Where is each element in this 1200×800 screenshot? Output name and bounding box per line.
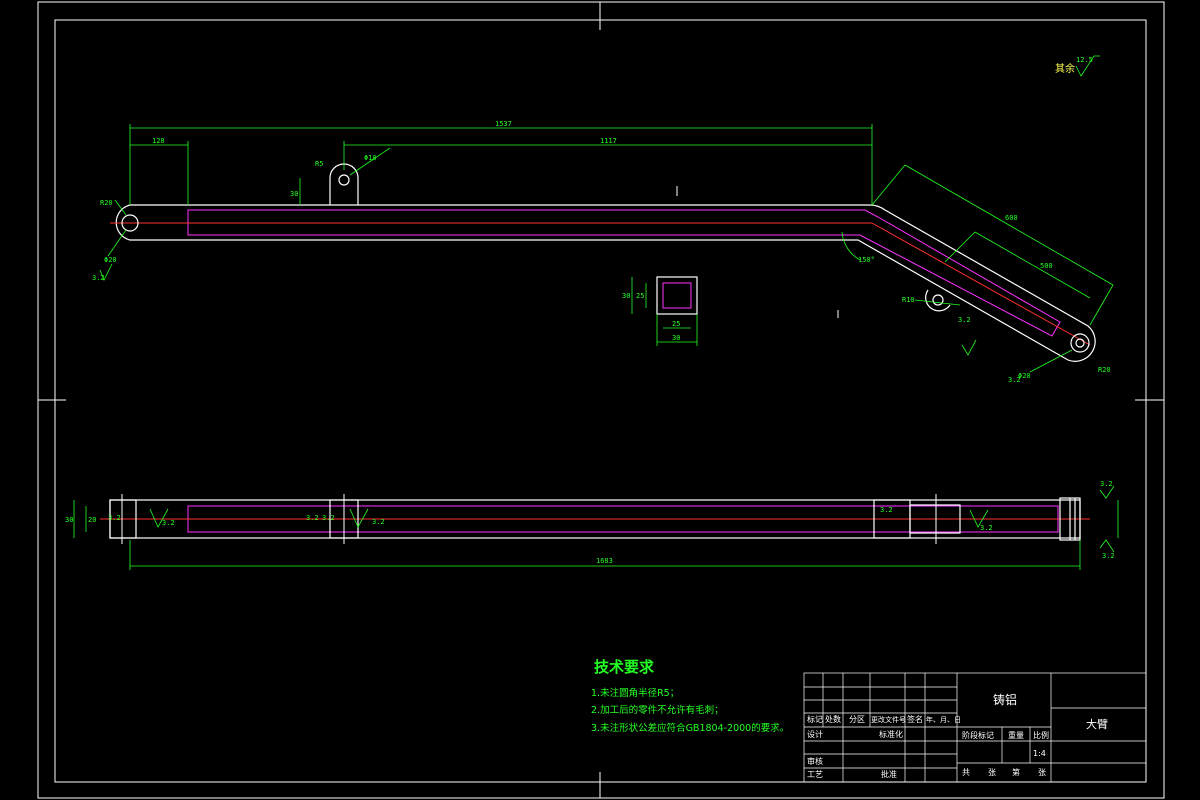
roughness-right-end: 3.2 — [1008, 376, 1021, 384]
tb-scale: 1:4 — [1033, 749, 1046, 758]
dim-right-radius: R20 — [1098, 366, 1111, 374]
roughness-bottom-9: 3.2 — [1102, 552, 1115, 560]
tech-req-title: 技术要求 — [594, 658, 655, 676]
technical-requirements: 技术要求 1.未注圆角半径R5； 2.加工后的零件不允许有毛刺； 3.未注形状公… — [591, 658, 789, 734]
tb-standardize: 标准化 — [879, 729, 903, 739]
dim-right-ear-radius: R10 — [902, 296, 915, 304]
tb-sheet-no: 第 — [1012, 767, 1020, 777]
bottom-dim-slot: 20 — [88, 516, 96, 524]
tb-label-zone: 分区 — [849, 715, 865, 724]
tb-label-sign: 签名 — [907, 714, 923, 724]
section-dim-width: 30 — [672, 334, 680, 342]
roughness-bottom-6: 3.2 — [880, 506, 893, 514]
tb-review: 审核 — [807, 756, 823, 766]
tb-material: 铸铝 — [993, 692, 1017, 707]
dim-ear-height: 30 — [290, 190, 298, 198]
dim-angle: 150° — [858, 256, 875, 264]
dim-overall-top: 1537 — [495, 120, 512, 128]
tb-ratio: 比例 — [1033, 730, 1049, 740]
tech-req-item-3: 3.未注形状公差应符合GB1804-2000的要求。 — [591, 722, 789, 734]
dim-middle-top: 1117 — [600, 137, 617, 145]
bottom-view: 3.2 3.2 3.2 3.2 3.2 3.2 3.2 3.2 3.2 30 2… — [65, 480, 1119, 570]
roughness-note-value: 12.5 — [1076, 56, 1093, 64]
roughness-bottom-2: 3.2 — [162, 519, 175, 527]
tb-stage-mark: 阶段标记 — [962, 730, 994, 740]
tb-process: 工艺 — [807, 770, 823, 779]
section-dim-inner-h: 25 — [636, 292, 644, 300]
roughness-bottom-4: 3.2 — [322, 514, 335, 522]
dim-left-top: 128 — [152, 137, 165, 145]
section-dim-height: 30 — [622, 292, 630, 300]
dim-right-hole: Φ20 — [1018, 372, 1031, 380]
title-block: 标记 处数 分区 更改文件号 签名 年、月、日 设计 标准化 审核 工艺 批准 … — [803, 672, 1147, 783]
dim-left-hole: Φ20 — [104, 256, 117, 264]
tb-sheet-unit-1: 张 — [988, 768, 996, 777]
roughness-bottom-8: 3.2 — [1100, 480, 1113, 488]
tb-part-name: 大臂 — [1086, 717, 1108, 731]
bottom-dim-overall: 1683 — [596, 557, 613, 565]
tb-design: 设计 — [807, 729, 823, 739]
tech-req-item-1: 1.未注圆角半径R5； — [591, 687, 679, 699]
tb-approve: 批准 — [881, 769, 897, 779]
top-view: 1537 128 1117 30 R5 Φ10 R20 Φ20 3.2 150°… — [92, 120, 1114, 384]
roughness-bottom-5: 3.2 — [372, 518, 385, 526]
dim-right-short: 500 — [1040, 262, 1053, 270]
tb-sheet-total: 共 — [962, 768, 970, 777]
roughness-note-label: 其余 — [1055, 62, 1075, 75]
roughness-bottom-1: 3.2 — [108, 514, 121, 522]
tb-label-date: 年、月、日 — [926, 715, 961, 724]
dim-right-long: 600 — [1005, 214, 1018, 222]
roughness-bottom-7: 3.2 — [980, 524, 993, 532]
drawing-frame — [37, 1, 1165, 799]
roughness-right-ear: 3.2 — [958, 316, 971, 324]
section-view: 30 25 25 30 — [622, 276, 698, 346]
tech-req-item-2: 2.加工后的零件不允许有毛刺； — [591, 704, 724, 716]
tb-label-mark: 标记 — [807, 714, 823, 724]
dim-ear-hole: Φ10 — [364, 154, 377, 162]
tb-label-count: 处数 — [825, 714, 841, 724]
surface-roughness-note: 其余 12.5 — [1055, 55, 1100, 77]
dim-ear-radius: R5 — [315, 160, 323, 168]
roughness-bottom-3: 3.2 — [306, 514, 319, 522]
roughness-left: 3.2 — [92, 274, 105, 282]
tb-weight: 重量 — [1008, 730, 1024, 740]
tb-sheet-unit-2: 张 — [1038, 768, 1046, 777]
section-dim-inner-w: 25 — [672, 320, 680, 328]
bottom-dim-height: 30 — [65, 516, 73, 524]
tb-label-change-doc: 更改文件号 — [871, 715, 906, 724]
dim-left-radius: R20 — [100, 199, 113, 207]
